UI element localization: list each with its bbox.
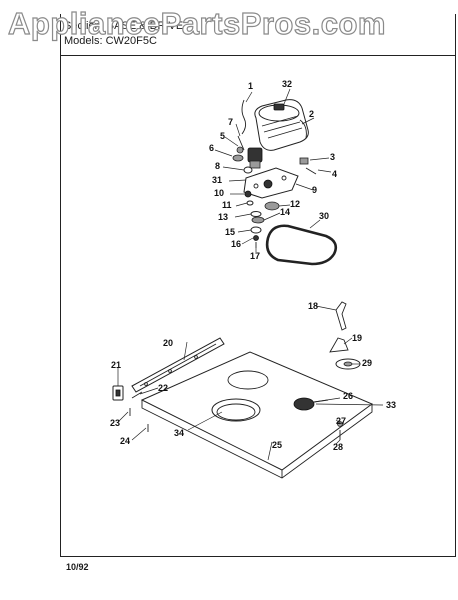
callout-29: 29 bbox=[362, 358, 372, 368]
callout-labels: 1 2 3 4 5 6 7 8 9 10 11 12 13 14 15 16 1… bbox=[110, 79, 396, 452]
callout-6: 6 bbox=[209, 143, 214, 153]
callout-21: 21 bbox=[111, 360, 121, 370]
part-25-base-plate bbox=[140, 351, 374, 479]
part-7-screw bbox=[237, 135, 245, 151]
callout-8: 8 bbox=[215, 161, 220, 171]
part-22-screw bbox=[131, 391, 143, 399]
callout-3: 3 bbox=[330, 152, 335, 162]
part-21-leg-bracket bbox=[112, 385, 124, 401]
callout-23: 23 bbox=[110, 418, 120, 428]
callout-12: 12 bbox=[290, 199, 300, 209]
callout-1: 1 bbox=[248, 81, 253, 91]
callout-16: 16 bbox=[231, 239, 241, 249]
callout-26: 26 bbox=[343, 391, 353, 401]
callout-25: 25 bbox=[272, 440, 282, 450]
leader-lines bbox=[117, 88, 384, 461]
callout-28: 28 bbox=[333, 442, 343, 452]
callout-5: 5 bbox=[220, 131, 225, 141]
callout-32: 32 bbox=[282, 79, 292, 89]
callout-4: 4 bbox=[332, 169, 337, 179]
section-title: Section: BASE & DRIVE bbox=[64, 20, 184, 32]
callout-30: 30 bbox=[319, 211, 329, 221]
callout-14: 14 bbox=[280, 207, 290, 217]
part-20-support-rail bbox=[131, 337, 225, 393]
part-13-washer bbox=[250, 211, 262, 217]
part-14-pulley bbox=[251, 216, 265, 224]
part-1-clip bbox=[241, 99, 247, 135]
part-18-bracket bbox=[335, 301, 347, 331]
callout-19: 19 bbox=[352, 333, 362, 343]
part-16-nut bbox=[253, 235, 259, 241]
models-line: Models: CW20F5C bbox=[64, 35, 157, 47]
part-8-spacer bbox=[243, 166, 253, 174]
callout-9: 9 bbox=[312, 185, 317, 195]
callout-17: 17 bbox=[250, 251, 260, 261]
motor-assembly bbox=[247, 99, 309, 169]
callout-34: 34 bbox=[174, 428, 184, 438]
callout-13: 13 bbox=[218, 212, 228, 222]
diagram-frame bbox=[60, 14, 456, 557]
part-15-washer bbox=[250, 226, 262, 234]
part-5-washer bbox=[236, 146, 244, 154]
part-27-fastener bbox=[337, 421, 343, 427]
callout-24: 24 bbox=[120, 436, 130, 446]
header-divider bbox=[60, 55, 455, 56]
callout-22: 22 bbox=[158, 383, 168, 393]
callout-20: 20 bbox=[163, 338, 173, 348]
part-4-screw bbox=[305, 167, 317, 175]
watermark-logo: AppliancePartsPros.com bbox=[7, 5, 386, 41]
part-11-washer bbox=[246, 200, 254, 206]
part-30-drive-belt bbox=[265, 224, 338, 266]
part-12-bushing bbox=[264, 201, 280, 211]
callout-15: 15 bbox=[225, 227, 235, 237]
part-6-nut bbox=[232, 154, 244, 162]
callout-18: 18 bbox=[308, 301, 318, 311]
callout-10: 10 bbox=[214, 188, 224, 198]
callout-2: 2 bbox=[309, 109, 314, 119]
callout-33: 33 bbox=[386, 400, 396, 410]
part-9-mount-plate bbox=[243, 167, 299, 199]
part-19-clip bbox=[329, 337, 349, 353]
callout-27: 27 bbox=[336, 416, 346, 426]
callout-7: 7 bbox=[228, 117, 233, 127]
part-10-bolt bbox=[244, 190, 252, 198]
part-3-connector bbox=[299, 157, 309, 165]
callout-31: 31 bbox=[212, 175, 222, 185]
revision-date: 10/92 bbox=[66, 562, 89, 572]
callout-11: 11 bbox=[222, 200, 232, 210]
